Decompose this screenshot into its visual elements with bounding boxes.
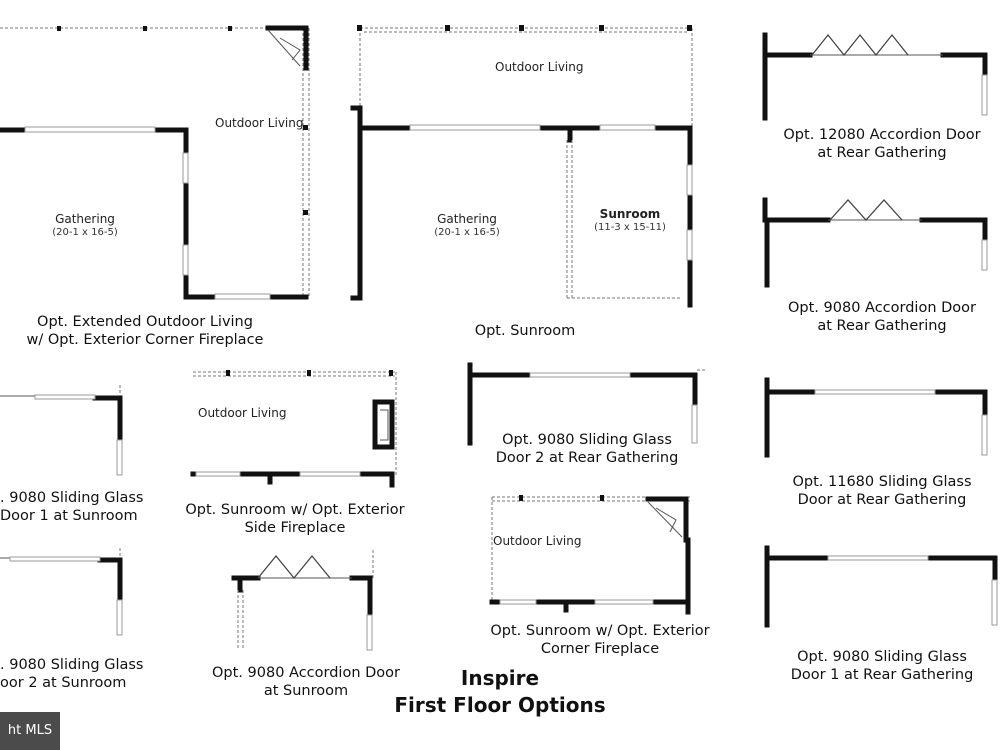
room-label-sunroom: Sunroom [599,207,661,221]
plan-sunroom-side-fireplace [190,370,397,488]
page-title: Inspire [460,666,540,690]
caption-9080-accordion-sunroom: Opt. 9080 Accordion Door at Sunroom [212,665,400,699]
plan-11680-sliding-rear [764,377,988,458]
caption-sunroom: Opt. Sunroom [474,323,576,339]
caption-9080-sliding-d1-rear: Opt. 9080 Sliding Glass Door 1 at Rear G… [790,649,974,683]
room-label-gathering: Gathering [55,212,115,226]
plan-9080-sliding-d2-rear [467,362,705,446]
room-dim-gathering: (20-1 x 16-5) [52,227,118,238]
caption-9080-sliding-d2-rear: Opt. 9080 Sliding Glass Door 2 at Rear G… [495,432,679,466]
caption-9080-sliding-d1-sunroom: . 9080 Sliding Glass Door 1 at Sunroom [0,490,144,524]
room-label-gathering: Gathering [437,212,497,226]
caption-sunroom-corner-fireplace: Opt. Sunroom w/ Opt. Exterior Corner Fir… [490,623,710,657]
caption-extended-outdoor-living: Opt. Extended Outdoor Living w/ Opt. Ext… [26,314,264,348]
room-dim-gathering: (20-1 x 16-5) [434,227,500,238]
plan-sunroom [350,25,693,308]
caption-11680-sliding-rear: Opt. 11680 Sliding Glass Door at Rear Ga… [792,474,972,508]
plan-9080-sliding-d1-sunroom [0,385,123,476]
room-label-outdoor-living: Outdoor Living [198,406,287,420]
room-dim-sunroom: (11-3 x 15-11) [594,222,666,233]
plan-sunroom-corner-fireplace [489,495,691,615]
mls-watermark: ht MLS [0,712,60,750]
plan-9080-accordion-sunroom [231,550,374,651]
plan-9080-sliding-d1-rear [764,545,998,628]
plan-9080-accordion-rear [762,197,988,288]
caption-sunroom-side-fireplace: Opt. Sunroom w/ Opt. Exterior Side Firep… [185,502,405,536]
room-label-outdoor-living: Outdoor Living [495,60,584,74]
page-subtitle: First Floor Options [394,693,606,717]
caption-9080-sliding-d2-sunroom: . 9080 Sliding Glass oor 2 at Sunroom [0,657,144,691]
caption-9080-accordion-rear: Opt. 9080 Accordion Door at Rear Gatheri… [788,300,976,334]
caption-12080-accordion-rear: Opt. 12080 Accordion Door at Rear Gather… [783,127,981,161]
plan-9080-sliding-d2-sunroom [0,548,123,636]
room-label-outdoor-living: Outdoor Living [493,534,582,548]
plan-extended-outdoor-living [0,25,310,300]
room-label-outdoor-living: Outdoor Living [215,116,304,130]
plan-12080-accordion [762,32,988,121]
